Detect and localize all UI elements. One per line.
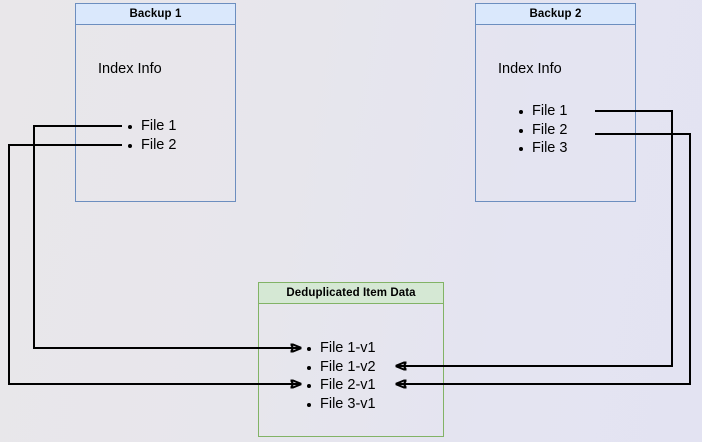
list-item[interactable]: File 1-v2 <box>305 358 376 377</box>
node-backup-2-header: Backup 2 <box>476 4 635 25</box>
list-item[interactable]: File 3 <box>517 139 567 158</box>
node-backup-2-index-label: Index Info <box>498 61 562 77</box>
node-deduplicated-file-list: File 1-v1 File 1-v2 File 2-v1 File 3-v1 <box>305 339 376 413</box>
node-backup-1[interactable]: Backup 1 <box>75 3 236 202</box>
node-backup-2-file-list: File 1 File 2 File 3 <box>517 102 567 158</box>
node-backup-1-file-list: File 1 File 2 <box>126 117 176 154</box>
list-item[interactable]: File 2 <box>517 121 567 140</box>
list-item[interactable]: File 1-v1 <box>305 339 376 358</box>
list-item[interactable]: File 1 <box>517 102 567 121</box>
node-deduplicated-item-data-header: Deduplicated Item Data <box>259 283 443 304</box>
node-backup-1-index-label: Index Info <box>98 61 162 77</box>
list-item[interactable]: File 3-v1 <box>305 395 376 414</box>
list-item[interactable]: File 2 <box>126 136 176 155</box>
list-item[interactable]: File 1 <box>126 117 176 136</box>
list-item[interactable]: File 2-v1 <box>305 376 376 395</box>
node-backup-1-header: Backup 1 <box>76 4 235 25</box>
